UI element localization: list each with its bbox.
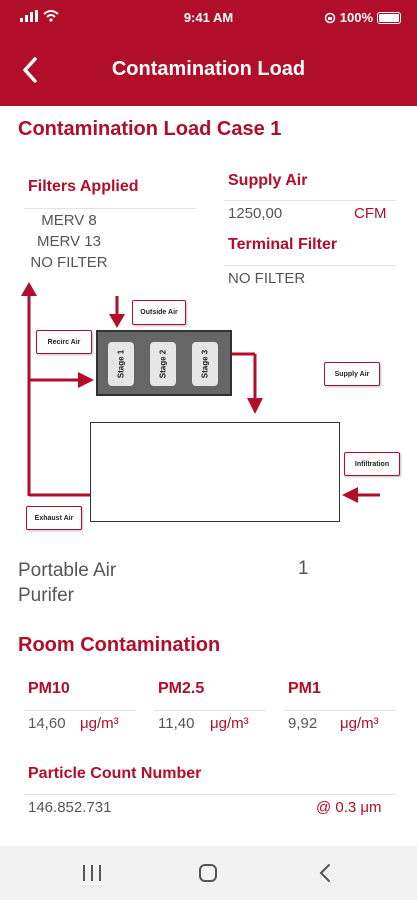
- room-contamination-title: Room Contamination: [18, 634, 221, 656]
- divider: [154, 710, 266, 711]
- pm25-label: PM2.5: [158, 680, 205, 697]
- room-box: [90, 422, 340, 522]
- exhaust-air-label: Exhaust Air: [26, 506, 82, 530]
- status-bar: 9:41 AM 100%: [0, 0, 417, 36]
- wifi-icon: [43, 10, 59, 22]
- recirc-arrow-head: [78, 372, 94, 388]
- pm1-value: 9,92: [288, 715, 318, 732]
- divider: [224, 200, 396, 201]
- portable-air-purifier-value: 1: [298, 558, 309, 579]
- pm10-label: PM10: [28, 680, 70, 697]
- infiltration-label: Infiltration: [344, 452, 400, 476]
- status-right: 100%: [324, 10, 401, 25]
- system-nav-bar: [0, 846, 417, 900]
- signal-icon: [20, 10, 38, 22]
- terminal-filter-value: NO FILTER: [228, 270, 306, 287]
- battery-icon: [377, 11, 401, 24]
- pm10-value: 14,60: [28, 715, 66, 732]
- nav-back-icon[interactable]: [318, 863, 332, 883]
- supply-air-unit: CFM: [354, 205, 387, 222]
- divider: [284, 710, 396, 711]
- filter-item: MERV 8: [41, 212, 97, 229]
- filter-item: NO FILTER: [30, 254, 108, 271]
- back-button[interactable]: [14, 52, 46, 88]
- divider: [24, 710, 136, 711]
- terminal-filter-label: Terminal Filter: [228, 236, 338, 253]
- status-left: [20, 10, 59, 22]
- app-header: 9:41 AM 100% Contamination Load: [0, 0, 417, 106]
- pm1-unit: μg/m³: [340, 715, 379, 732]
- recent-apps-icon[interactable]: [82, 864, 102, 882]
- return-arrow-head: [21, 282, 37, 296]
- status-time: 9:41 AM: [183, 10, 234, 25]
- outside-air-label: Outside Air: [132, 300, 186, 325]
- infiltration-arrow-head: [342, 487, 358, 503]
- supply-air-label: Supply Air: [228, 172, 308, 189]
- case-title: Contamination Load Case 1: [18, 118, 282, 140]
- pm10-unit: μg/m³: [80, 715, 119, 732]
- outside-air-arrow-head: [109, 314, 125, 328]
- filters-list: MERV 8 MERV 13 NO FILTER: [24, 210, 114, 273]
- pm1-label: PM1: [288, 680, 321, 697]
- recirc-air-label: Recirc Air: [36, 330, 92, 354]
- divider: [24, 208, 196, 209]
- back-icon: [23, 57, 37, 83]
- divider: [224, 265, 396, 266]
- battery-percent: 100%: [339, 10, 373, 25]
- filters-applied-label: Filters Applied: [28, 178, 139, 195]
- filter-item: MERV 13: [37, 233, 101, 250]
- pm25-unit: μg/m³: [210, 715, 249, 732]
- rotation-lock-icon: [324, 12, 335, 23]
- particle-count-unit: @ 0.3 μm: [316, 799, 382, 816]
- stage-1: Stage 1: [108, 342, 134, 386]
- filter-unit: Stage 1 Stage 2 Stage 3: [96, 330, 232, 396]
- portable-air-purifier-label: Portable Air Purifer: [18, 560, 117, 606]
- home-icon[interactable]: [198, 863, 218, 883]
- supply-air-diagram-label: Supply Air: [324, 362, 380, 386]
- particle-count-label: Particle Count Number: [28, 765, 202, 782]
- particle-count-value: 146.852.731: [28, 799, 112, 816]
- supply-air-value: 1250,00: [228, 205, 283, 222]
- stage-3: Stage 3: [192, 342, 218, 386]
- airflow-diagram: [21, 282, 380, 503]
- pm25-value: 11,40: [158, 715, 195, 732]
- page-title: Contamination Load: [111, 58, 306, 80]
- divider: [24, 794, 396, 795]
- supply-arrow-head: [247, 398, 263, 414]
- stage-2: Stage 2: [150, 342, 176, 386]
